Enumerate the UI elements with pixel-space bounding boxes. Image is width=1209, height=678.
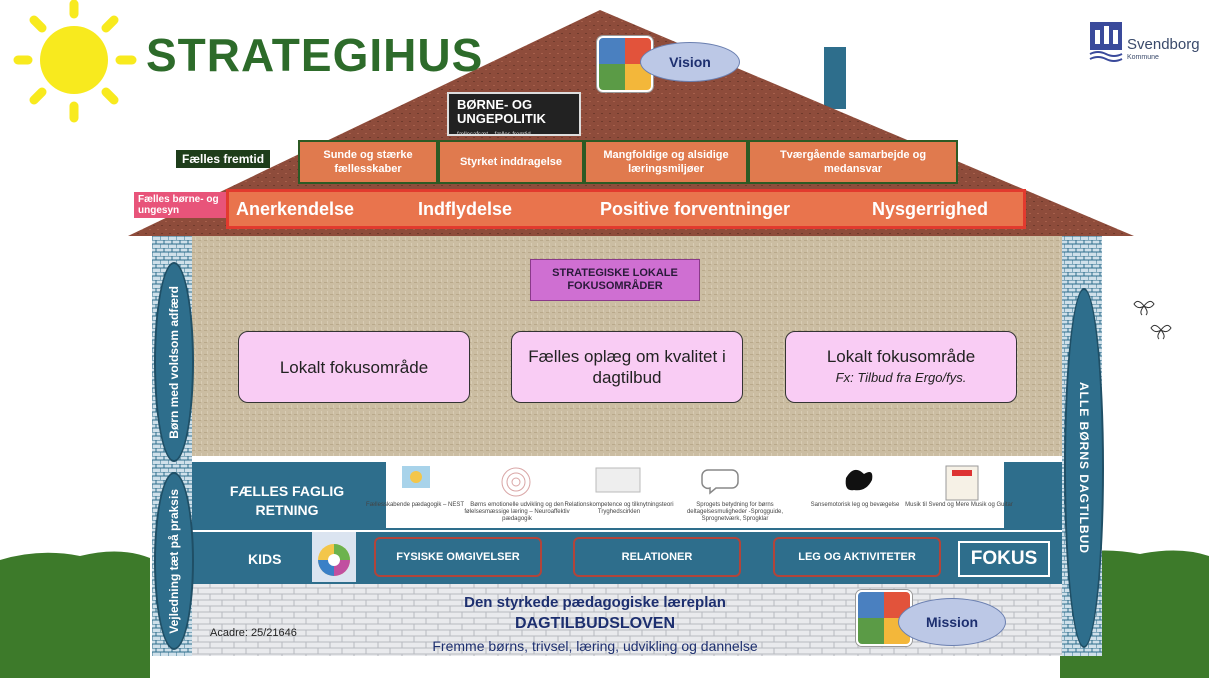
faglig-item: Sansemotorisk leg og bevægelse — [810, 502, 900, 508]
fokus-box-center: Fælles oplæg om kvalitet i dagtilbud — [511, 331, 743, 403]
fokus-text: Fælles oplæg om kvalitet i dagtilbud — [528, 347, 726, 387]
faglig-item: Sprogets betydning for børns deltagelses… — [686, 502, 784, 522]
faglig-nest-icon — [402, 466, 430, 488]
fremtid-item: Sunde og stærke fællesskaber — [298, 140, 438, 184]
chimney — [824, 47, 846, 109]
mission-label: Mission — [925, 614, 979, 630]
fremtid-item: Tværgående samarbejde og medansvar — [748, 140, 958, 184]
acadre-ref: Acadre: 25/21646 — [210, 627, 297, 639]
faglig-images-bg — [386, 462, 1004, 528]
kids-wheel-icon — [312, 532, 356, 582]
logo-name: Svendborg — [1127, 36, 1200, 53]
strategiske-label: STRATEGISKE LOKALE FOKUSOMRÅDER — [530, 259, 700, 301]
fokus-box-right: Lokalt fokusområde Fx: Tilbud fra Ergo/f… — [785, 331, 1017, 403]
values-bar — [226, 189, 1026, 229]
logo-subtitle: Kommune — [1127, 54, 1159, 61]
kids-item-relationer: RELATIONER — [573, 537, 741, 577]
fokus-tag: FOKUS — [958, 541, 1050, 577]
foundation-line1: Den styrkede pædagogiske læreplan — [464, 594, 726, 611]
boerne-politik-banner: BØRNE- OG UNGEPOLITIK fællesafsæt – fæll… — [447, 92, 581, 138]
faelles-fremtid-label: Fælles fremtid — [176, 150, 271, 168]
foundation-line2: DAGTILBUDSLOVEN — [515, 615, 675, 632]
left-oval-bottom-label: Vejledning tæt på praksis — [167, 488, 181, 634]
svendborg-logo-icon — [1089, 22, 1123, 62]
kids-item-leg: LEG OG AKTIVITETER — [773, 537, 941, 577]
foundation-line3: Fremme børns, trivsel, læring, udvikling… — [432, 638, 758, 654]
value-positive: Positive forventninger — [600, 199, 791, 219]
fokus-subtext: Fx: Tilbud fra Ergo/fys. — [835, 370, 967, 385]
mission-oval: Mission — [898, 598, 1006, 646]
boerne-title-line2: UNGEPOLITIK — [457, 111, 546, 126]
right-oval-label: ALLE BØRNS DAGTILBUD — [1077, 382, 1091, 554]
fokus-box-left: Lokalt fokusområde — [238, 331, 470, 403]
faelles-syn-label: Fælles børne- og ungesyn — [134, 192, 226, 218]
faglig-neuro-icon — [501, 467, 531, 497]
faglig-item: Relationskompetence og tilknytningsteori… — [564, 502, 674, 515]
fremtid-item: Mangfoldige og alsidige læringsmiljøer — [584, 140, 748, 184]
faglig-item: Fællesskabende pædagogik – NEST — [365, 502, 465, 508]
butterfly-icon — [1133, 300, 1172, 340]
left-oval-top-label: Børn med voldsom adfærd — [167, 285, 181, 439]
faelles-faglig-label: FÆLLES FAGLIG RETNING — [229, 483, 345, 518]
right-oval: ALLE BØRNS DAGTILBUD — [1064, 288, 1104, 648]
faglig-item: Musik til Svend og Mere Musik og Guitar — [905, 502, 1013, 508]
kids-label: KIDS — [248, 551, 282, 567]
kids-item-fysiske: FYSISKE OMGIVELSER — [374, 537, 542, 577]
boerne-title-line1: BØRNE- OG — [457, 97, 533, 112]
vision-oval: Vision — [640, 42, 740, 82]
faglig-relation-icon — [595, 467, 641, 493]
value-anerkendelse: Anerkendelse — [236, 199, 355, 219]
page-title: STRATEGIHUS — [146, 29, 484, 81]
faglig-item: Børns emotionelle udvikling og den følel… — [464, 502, 570, 522]
sun-icon — [13, 0, 137, 123]
left-oval-bottom: Vejledning tæt på praksis — [154, 472, 194, 650]
fremtid-item: Styrket inddragelse — [438, 140, 584, 184]
faglig-motor-icon — [845, 469, 873, 491]
boerne-subtitle: fællesafsæt – fælles fremtid — [457, 132, 531, 138]
faglig-speech-icon — [701, 469, 739, 495]
faglig-music-icon — [945, 465, 979, 501]
value-indflydelse: Indflydelse — [418, 199, 513, 219]
left-oval-top: Børn med voldsom adfærd — [154, 262, 194, 462]
fokus-text: Lokalt fokusområde — [279, 357, 429, 377]
vision-label: Vision — [669, 54, 711, 70]
value-nysgerrighed: Nysgerrighed — [872, 199, 989, 219]
fokus-text: Lokalt fokusområde — [826, 347, 976, 366]
